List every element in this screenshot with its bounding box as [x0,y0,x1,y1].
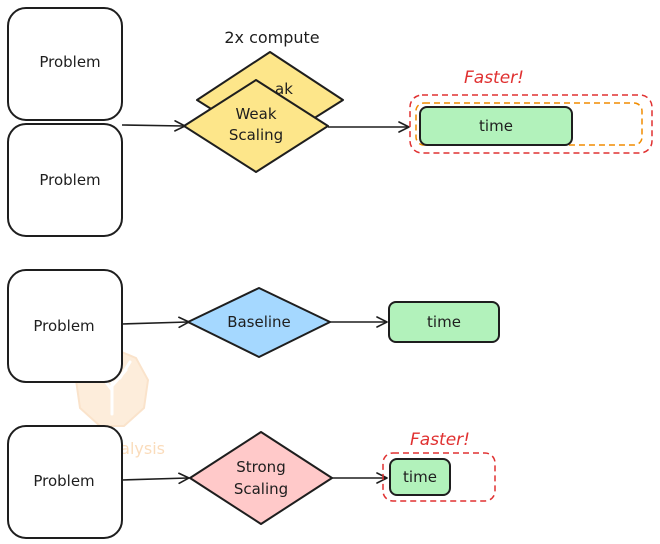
time-bar-strong [389,458,451,496]
time-label-baseline: time [427,313,461,331]
weak-scaling-row: Problem Problem 2x compute ak Weak Scali… [7,7,653,237]
strong-scaling-diamond [189,431,333,525]
problem-box-bottom [7,123,123,237]
strong-scaling-row: Problem Strong Scaling Faster! time [7,425,496,539]
problem-box-strong [7,425,123,539]
strong-diamond-line1: Strong [236,458,285,476]
problem-label-top: Problem [39,53,100,71]
weak-back-partial-label: ak [275,80,293,98]
time-bar-weak [419,106,573,146]
faster-label-weak: Faster! [464,68,524,88]
arrow-weak-in [121,120,186,132]
weak-scaling-diamond [183,79,329,173]
problem-label-bottom: Problem [39,171,100,189]
arrow-strong-in [121,472,190,485]
faster-outline-strong [382,452,496,502]
time-label-weak: time [479,117,513,135]
weak-diamond-line2: Scaling [229,126,283,144]
baseline-diamond-label: Baseline [227,313,291,331]
problem-label-baseline: Problem [33,317,94,335]
problem-box-top [7,7,123,121]
compute-caption: 2x compute [224,28,319,47]
problem-box-baseline [7,269,123,383]
faster-outline-weak [409,94,653,154]
baseline-row: Problem Baseline time [7,269,500,383]
arrow-baseline-in [121,316,190,329]
time-bar-baseline [388,301,500,343]
time-label-strong: time [403,468,437,486]
faster-label-strong: Faster! [410,430,470,450]
weak-diamond-line1: Weak [235,105,276,123]
strong-diamond-line2: Scaling [234,480,288,498]
problem-label-strong: Problem [33,472,94,490]
